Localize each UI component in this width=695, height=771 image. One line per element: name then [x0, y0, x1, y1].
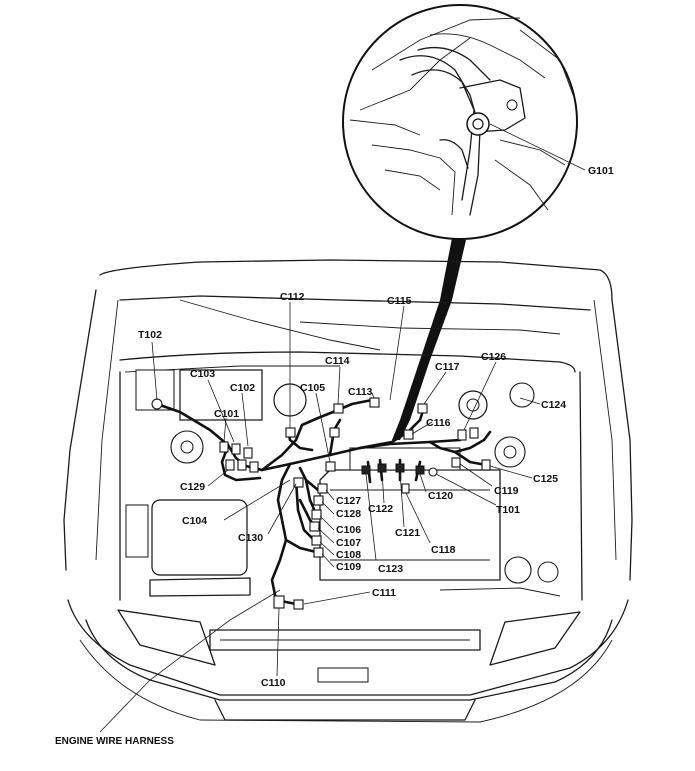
label-c112: C112: [280, 291, 305, 303]
detail-leader-band: [392, 238, 466, 440]
label-t102: T102: [138, 329, 162, 341]
ground-label-g101: G101: [588, 165, 614, 177]
connector-c125: [481, 459, 491, 471]
label-c110: C110: [261, 677, 286, 689]
connector-c122: [377, 463, 387, 473]
label-c120: C120: [428, 490, 453, 502]
connector-c119: [451, 457, 461, 468]
connector-c113: [369, 397, 380, 408]
label-c123: C123: [378, 563, 403, 575]
detail-circle: G101: [342, 4, 614, 240]
label-c101: C101: [214, 408, 239, 420]
connector-c109: [313, 547, 324, 558]
label-c115: C115: [387, 295, 412, 307]
label-c116: C116: [426, 417, 451, 429]
label-c127: C127: [336, 495, 361, 507]
connector-c118: [401, 483, 410, 494]
connector-labels: T102 C112 C115 C103 C102 C101 C105 C114 …: [55, 291, 566, 747]
label-c107: C107: [336, 537, 361, 549]
connector-c117: [417, 403, 428, 414]
connector-c120: [415, 465, 425, 475]
label-c102: C102: [230, 382, 255, 394]
label-c129: C129: [180, 481, 205, 493]
terminal-t102: [151, 398, 163, 410]
connector-c106: [311, 509, 322, 520]
connector-c107: [309, 521, 320, 532]
connector-c123: [361, 465, 371, 475]
label-c104: C104: [182, 515, 207, 527]
label-c117: C117: [435, 361, 460, 373]
label-c125: C125: [533, 473, 558, 485]
connector-c111: [293, 599, 304, 610]
leader-lines: [99, 302, 541, 733]
label-c130: C130: [238, 532, 263, 544]
connector-c110: [273, 595, 285, 609]
label-c119: C119: [494, 485, 519, 497]
label-c121: C121: [395, 527, 420, 539]
label-c113: C113: [348, 386, 373, 398]
connector-c102: [243, 447, 253, 459]
label-c126: C126: [481, 351, 506, 363]
car-body: [63, 259, 633, 723]
connectors: [151, 397, 491, 610]
label-c106: C106: [336, 524, 361, 536]
caption-engine-wire-harness: ENGINE WIRE HARNESS: [55, 736, 174, 747]
connector-c112: [285, 427, 296, 438]
label-c118: C118: [431, 544, 456, 556]
terminal-t101: [428, 467, 438, 477]
connector-c121: [395, 463, 405, 473]
connector-c114: [333, 403, 344, 414]
label-c114: C114: [325, 355, 350, 367]
label-c111: C111: [372, 587, 396, 599]
label-c108: C108: [336, 549, 361, 561]
connector-c105: [325, 461, 336, 472]
label-c105: C105: [300, 382, 325, 394]
connector-c108: [311, 535, 322, 546]
label-c128: C128: [336, 508, 361, 520]
label-t101: T101: [496, 504, 520, 516]
connector-c126: [457, 429, 467, 441]
connector-c130: [293, 477, 304, 488]
connector-c103: [231, 443, 241, 455]
connector-c127: [317, 483, 328, 494]
label-c103: C103: [190, 368, 215, 380]
label-c124: C124: [541, 399, 566, 411]
label-c109: C109: [336, 561, 361, 573]
connector-c116: [403, 429, 414, 440]
connector-c101: [219, 441, 229, 453]
label-c122: C122: [368, 503, 393, 515]
connector-c128: [313, 495, 324, 506]
